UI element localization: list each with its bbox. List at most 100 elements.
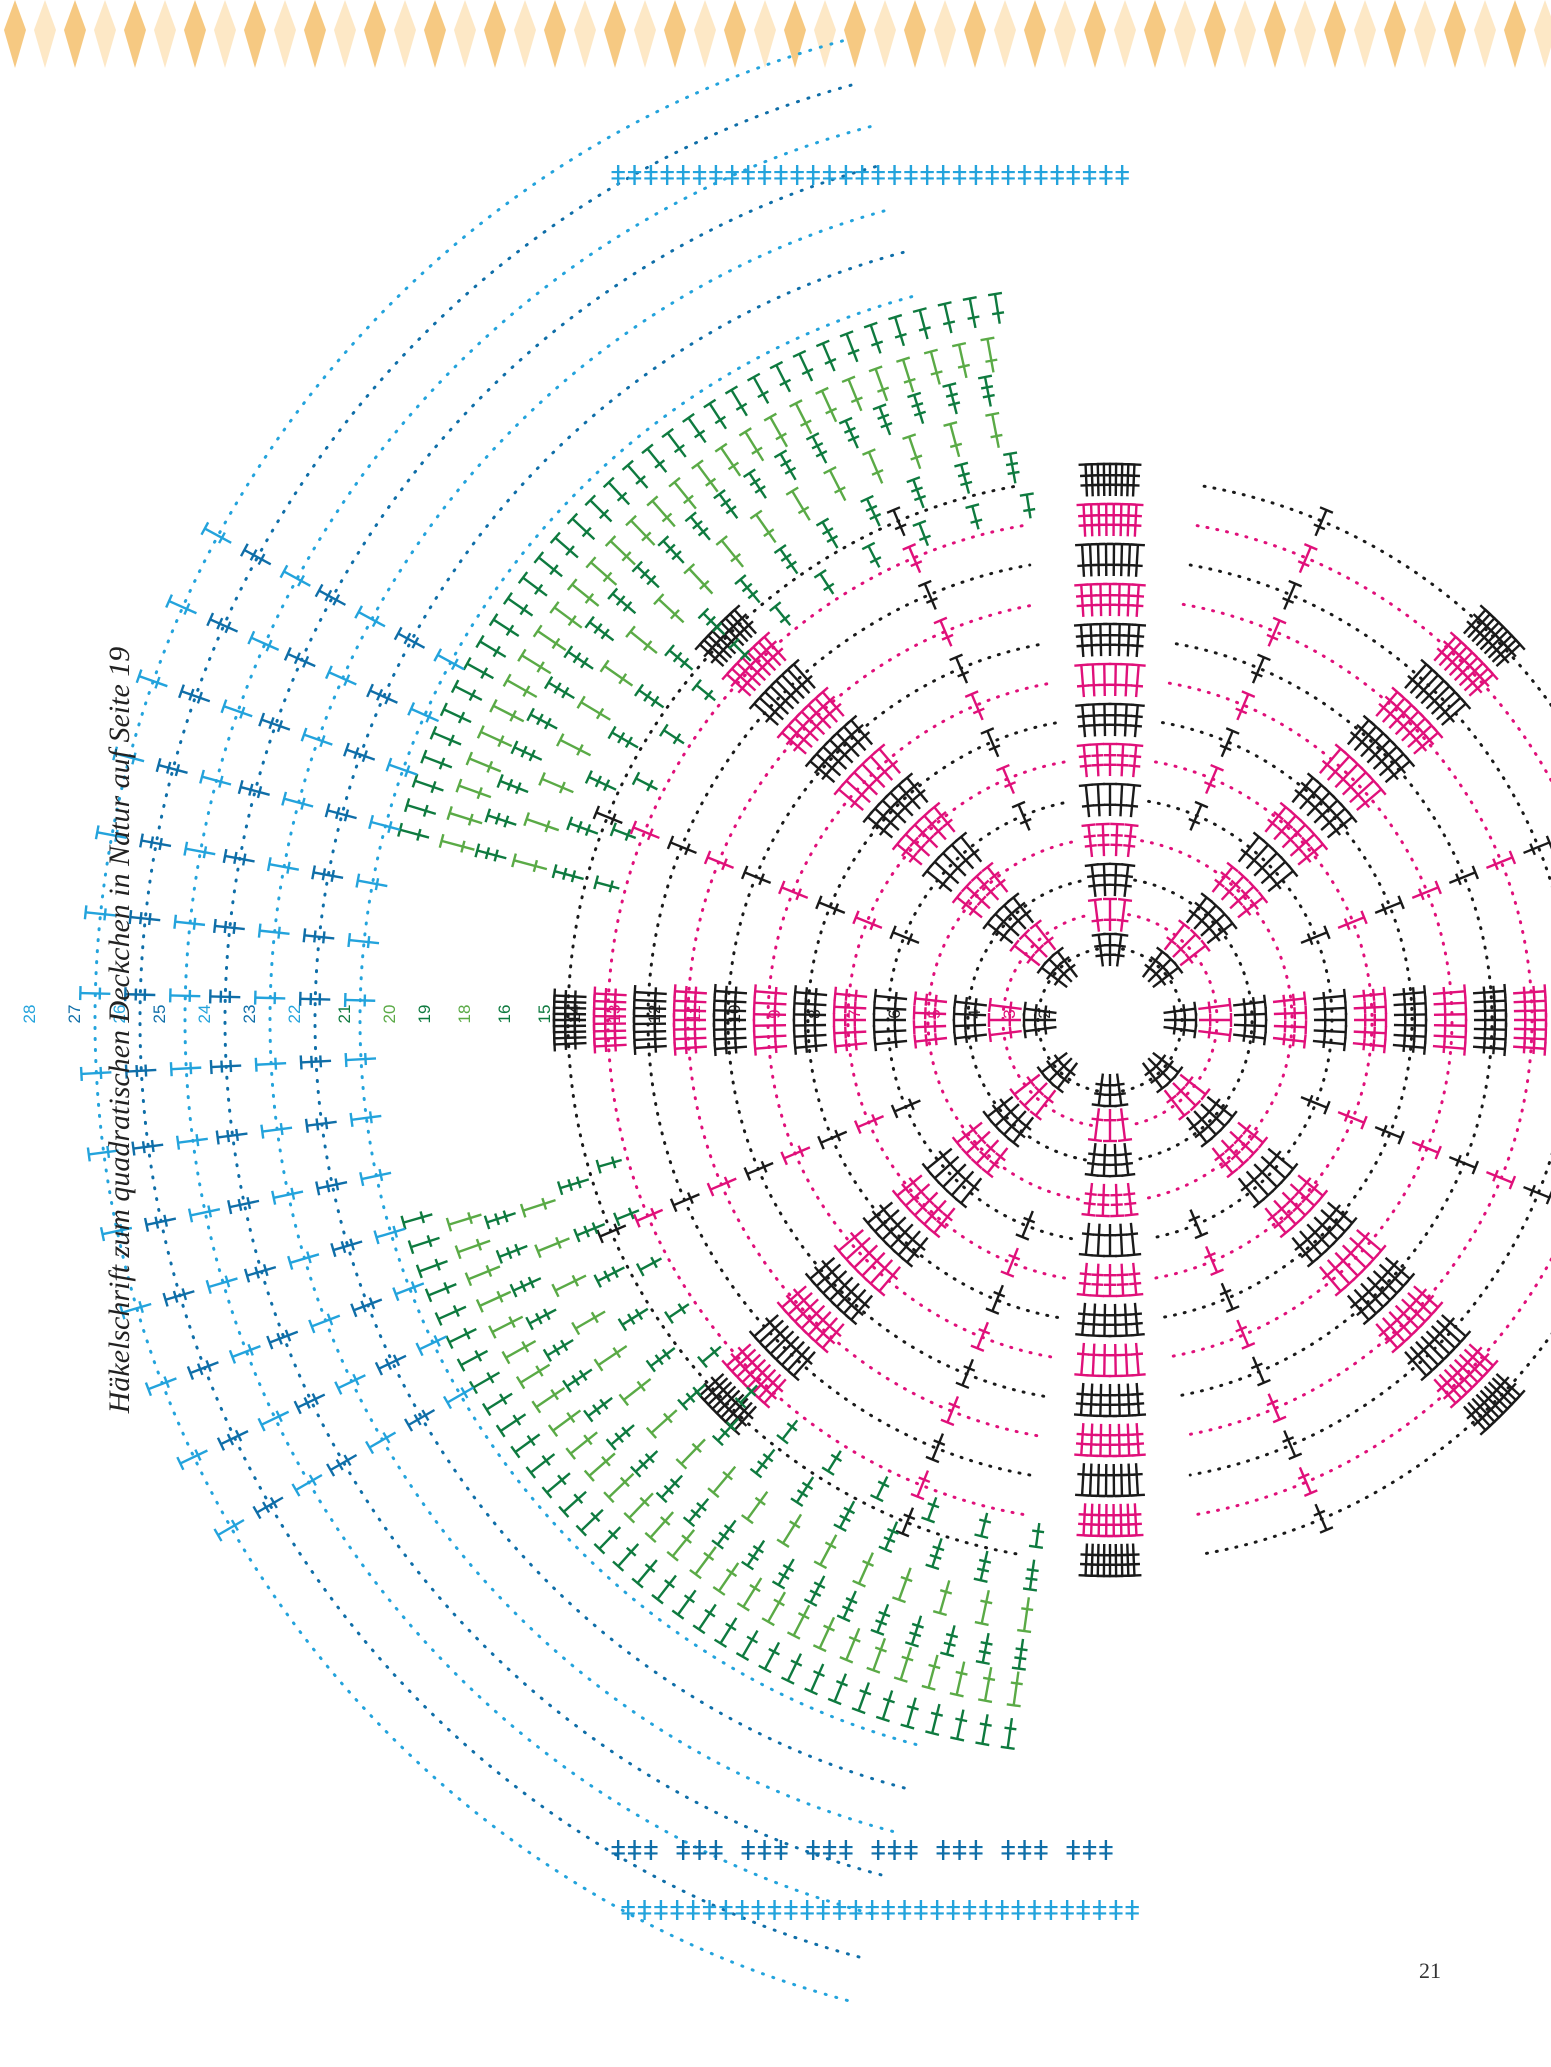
stitch-top (1087, 1138, 1103, 1143)
stitch-top (1397, 895, 1405, 910)
stitch-bar (1506, 646, 1517, 658)
stitch-top (1303, 543, 1318, 551)
stitch-bar (576, 820, 583, 833)
stitch-bar (639, 1496, 650, 1507)
stitch (598, 1526, 622, 1550)
stitch (673, 1193, 700, 1207)
stitch-bar (621, 551, 632, 562)
stitch-top (1127, 1252, 1142, 1257)
stitch-bar (1313, 1509, 1326, 1517)
stitch-bar (99, 1066, 103, 1079)
stitch-top (1241, 690, 1256, 698)
stitch-bar (681, 1534, 693, 1544)
stitch-top (776, 1433, 789, 1445)
stitch-top (1003, 451, 1018, 457)
stitch-bar (1412, 1030, 1416, 1043)
stitch-top (1508, 850, 1517, 865)
stitch-top (510, 740, 519, 755)
stitch-bar (762, 1453, 774, 1463)
edge-stitch-group: ǂǂǂ (740, 1835, 789, 1866)
stitch (951, 1170, 975, 1197)
stitch (1374, 1126, 1402, 1139)
stitch (1028, 1559, 1036, 1590)
stitch-top (1479, 1424, 1492, 1436)
stitch (1523, 841, 1550, 855)
stitch-top (603, 1491, 615, 1504)
stitch-bar (669, 1478, 681, 1489)
stitch-bar (1019, 817, 1032, 825)
stitch-top (1302, 991, 1307, 1006)
stitch-bar (764, 1317, 775, 1328)
stitch (1126, 1503, 1131, 1536)
stitch-bar (831, 702, 842, 713)
border-diamond (604, 0, 626, 68)
stitch (1117, 584, 1121, 617)
stitch-bar (1220, 1159, 1231, 1169)
stitch-top (1076, 743, 1091, 748)
stitch-top (1279, 1172, 1291, 1185)
stitch-bar (1455, 1154, 1462, 1167)
stitch-bar (1302, 1234, 1313, 1245)
stitch (1346, 1294, 1370, 1321)
stitch-bar (1076, 1432, 1089, 1436)
stitch-bar (878, 1610, 891, 1618)
round-label: 27 (65, 1005, 84, 1024)
stitch (1135, 1423, 1140, 1456)
chart-caption: Häkelschrift zum quadratischen Deckchen … (103, 646, 136, 1414)
stitch-top (593, 1358, 604, 1372)
stitch-bar (990, 433, 1003, 439)
stitch (1087, 825, 1094, 858)
stitch-bar (887, 759, 899, 770)
stitch-top (873, 1037, 878, 1052)
stitch (896, 1174, 923, 1197)
stitch-bar (1371, 1039, 1376, 1052)
stitch-bar (515, 782, 522, 795)
stitch (914, 1011, 947, 1016)
stitch (1082, 1503, 1087, 1536)
stitch-bar (1250, 670, 1263, 678)
stitch-bar (804, 1030, 808, 1043)
stitch-bar (1402, 987, 1406, 1001)
stitch-bar (903, 377, 916, 384)
stitch-top (786, 1631, 801, 1640)
stitch (949, 423, 961, 458)
round-number-labels: 2345678910111213141516181920212223242526… (20, 1005, 1054, 1024)
stitch (1127, 544, 1132, 577)
stitch-bar (1443, 1030, 1447, 1043)
stitch-top (1000, 1270, 1015, 1278)
stitch-top (178, 684, 185, 699)
stitch-bar (871, 468, 884, 476)
round-label: 8 (805, 1009, 824, 1018)
stitch-top (873, 743, 886, 755)
stitch (1462, 609, 1487, 635)
stitch-top (661, 427, 674, 439)
stitch-bar (520, 745, 528, 758)
stitch-bar (566, 1411, 576, 1424)
stitch-bar (335, 806, 341, 820)
stitch-bar (644, 1453, 655, 1464)
stitch-top (510, 1445, 521, 1459)
stitch-bar (672, 733, 682, 745)
stitch (845, 779, 871, 804)
stitch-top (1129, 503, 1144, 507)
stitch-top (943, 421, 958, 427)
stitch-bar (1006, 908, 1017, 919)
stitch (865, 498, 881, 527)
stitch-bar (505, 1247, 513, 1260)
stitch-top (691, 679, 702, 692)
stitch-bar (326, 1313, 334, 1326)
stitch-top (785, 486, 799, 496)
stitch (594, 999, 627, 1004)
stitch-top (556, 733, 565, 747)
border-diamond (814, 0, 836, 68)
stitch-top (703, 850, 712, 865)
stitch (956, 1121, 983, 1144)
stitch (638, 689, 665, 709)
stitch-top (987, 1027, 992, 1043)
stitch-bar (1309, 846, 1319, 857)
stitch-bar (1075, 1442, 1089, 1446)
stitch (981, 1632, 990, 1663)
stitch (171, 1066, 202, 1071)
stitch (968, 298, 977, 329)
stitch (1017, 1638, 1025, 1669)
